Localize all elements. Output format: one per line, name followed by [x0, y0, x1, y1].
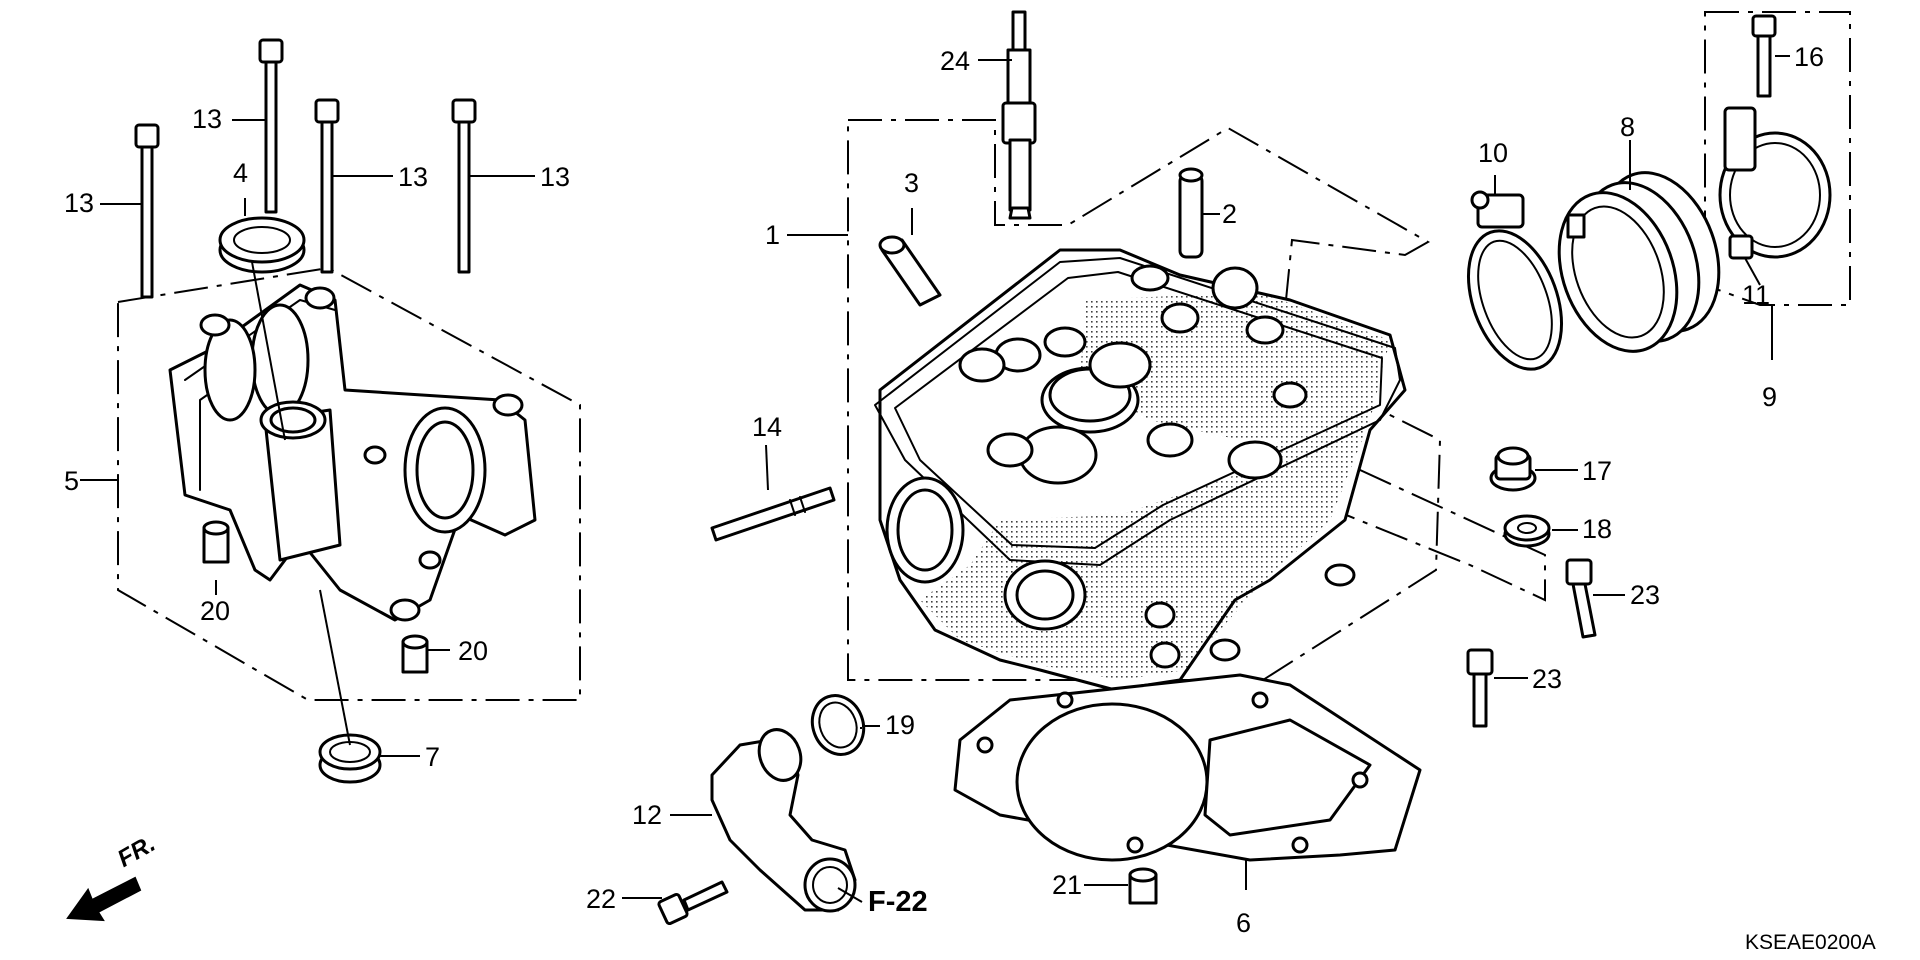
callout-5: 5	[64, 466, 80, 496]
front-arrow-icon	[66, 876, 142, 922]
o-ring-19	[810, 694, 866, 756]
dowel-20-b	[401, 634, 429, 674]
cylinder-head	[874, 248, 1407, 692]
callout-13-d: 13	[540, 162, 571, 192]
bolt-22	[657, 880, 729, 926]
callout-23-b: 23	[1532, 664, 1563, 694]
callout-18: 18	[1582, 514, 1613, 544]
bolt-23-a	[1565, 558, 1597, 639]
callout-12: 12	[632, 800, 663, 830]
callout-13-a: 13	[64, 188, 95, 218]
callout-11: 11	[1742, 280, 1771, 310]
valve-guide-2	[1178, 167, 1204, 259]
callout-20-a: 20	[200, 596, 231, 626]
bolt-13-c	[314, 98, 340, 274]
hose-clamp-9	[1718, 106, 1832, 259]
intake-insulator-8	[1557, 171, 1721, 353]
callout-1: 1	[765, 220, 781, 250]
spark-plug-24	[1001, 10, 1037, 220]
hose-clamp-10	[1466, 190, 1564, 371]
callout-4: 4	[233, 158, 249, 188]
leader-lines	[80, 55, 1790, 903]
callout-16: 16	[1794, 42, 1825, 72]
seal-4	[218, 216, 306, 274]
callout-23-a: 23	[1630, 580, 1661, 610]
water-hose-joint-12	[710, 728, 857, 913]
callout-20-b: 20	[458, 636, 489, 666]
callout-8: 8	[1620, 112, 1636, 142]
bolt-16	[1751, 14, 1777, 98]
callout-24: 24	[940, 46, 971, 76]
drawing-code: KSEAE0200A	[1745, 931, 1876, 954]
callout-14: 14	[752, 412, 783, 442]
washer-18	[1503, 514, 1551, 548]
nut-11	[1728, 234, 1754, 260]
reference-f22: F-22	[868, 886, 928, 918]
camshaft-holder-group-outline	[117, 266, 581, 701]
callout-3: 3	[904, 168, 920, 198]
callout-13-c: 13	[398, 162, 429, 192]
bolt-23-b	[1466, 648, 1494, 728]
callout-21: 21	[1052, 870, 1083, 900]
bolt-13-d	[451, 98, 477, 274]
bolt-group-outline	[1234, 469, 1546, 602]
collar-7	[318, 733, 382, 784]
stud-bolt-14	[710, 486, 836, 542]
callout-17: 17	[1582, 456, 1613, 486]
callout-2: 2	[1222, 199, 1238, 229]
bolt-13-a	[134, 123, 160, 299]
cylinder-head-gasket-6	[953, 673, 1422, 862]
callout-22: 22	[586, 884, 617, 914]
callout-6: 6	[1236, 908, 1252, 938]
callout-10: 10	[1478, 138, 1509, 168]
flange-nut-17	[1489, 446, 1537, 492]
bolt-13-b	[258, 38, 284, 214]
callout-13-b: 13	[192, 104, 223, 134]
callout-9: 9	[1762, 382, 1778, 412]
valve-guide-3	[878, 235, 942, 307]
callout-19: 19	[885, 710, 916, 740]
dowel-21	[1128, 867, 1158, 905]
dowel-20-a	[202, 520, 230, 564]
camshaft-holder	[168, 283, 537, 622]
callout-7: 7	[425, 742, 441, 772]
